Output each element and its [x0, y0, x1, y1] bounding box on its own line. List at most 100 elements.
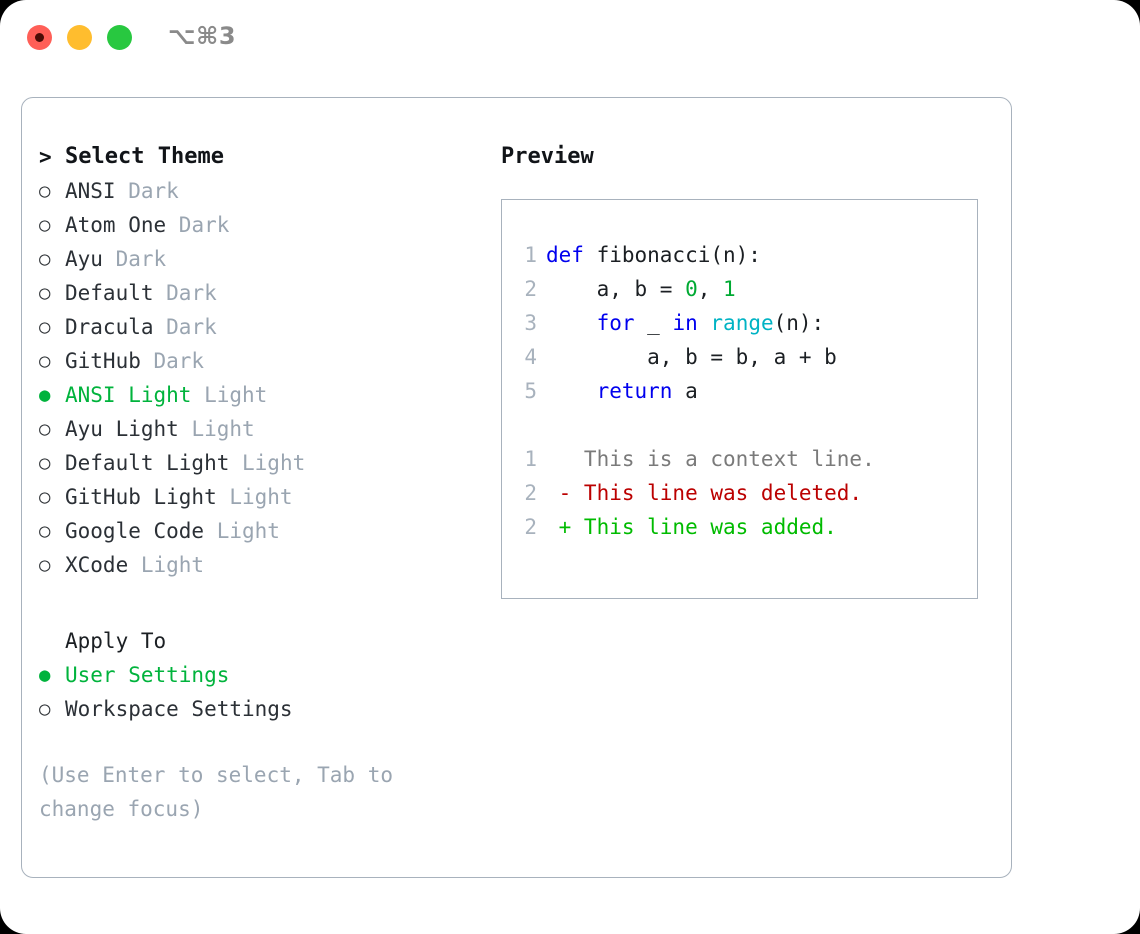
radio-unselected-icon: ○: [39, 698, 51, 720]
theme-list-item[interactable]: ○ Dracula Dark: [39, 310, 494, 344]
section-spacer: [39, 582, 494, 624]
code-line: 5 return a: [502, 374, 977, 408]
theme-list-item[interactable]: ○Default Dark: [39, 276, 494, 310]
radio-selected-icon: ●: [39, 384, 51, 406]
minimize-button[interactable]: [67, 25, 92, 50]
theme-kind-label: Light: [191, 383, 268, 407]
theme-kind-label: Light: [128, 553, 205, 577]
apply-to-list-item[interactable]: ○ Workspace Settings: [39, 692, 494, 726]
diff-block: 1 This is a context line.2 - This line w…: [502, 442, 977, 544]
theme-kind-label: Light: [229, 451, 306, 475]
line-number: 2: [524, 481, 537, 505]
theme-name-label: ANSI: [65, 179, 116, 203]
close-button[interactable]: [27, 25, 52, 50]
diff-line: 2 - This line was deleted.: [502, 476, 977, 510]
theme-name-label: GitHub Light: [65, 485, 217, 509]
theme-name-label: Dracula: [65, 315, 154, 339]
radio-unselected-icon: ○: [39, 486, 51, 508]
radio-unselected-icon: ○: [39, 282, 51, 304]
theme-name-label: Google Code: [65, 519, 205, 543]
theme-list-item[interactable]: ○ ANSI Dark: [39, 174, 494, 208]
apply-to-list: ●User Settings ○ Workspace Settings: [39, 658, 494, 726]
theme-name-label: ANSI Light: [65, 383, 192, 407]
apply-to-marker-icon: ○: [39, 624, 65, 658]
diff-line-text-ctx: This is a context line.: [546, 447, 875, 471]
theme-list-item[interactable]: ○ Google Code Light: [39, 514, 494, 548]
theme-name-label: XCode: [65, 553, 129, 577]
line-number: 4: [524, 345, 537, 369]
line-number: 2: [524, 515, 537, 539]
select-theme-heading-label: Select Theme: [65, 144, 224, 169]
code-line: 3 for _ in range(n):: [502, 306, 977, 340]
radio-unselected-icon: ○: [39, 350, 51, 372]
theme-list-item[interactable]: ○Ayu Dark: [39, 242, 494, 276]
diff-line-text-del: - This line was deleted.: [546, 481, 863, 505]
theme-list-item[interactable]: ● ANSI Light Light: [39, 378, 494, 412]
code-token-kw: for: [596, 311, 635, 335]
theme-selector-column: >Select Theme ○ANSI Dark○Atom One Dark○A…: [39, 140, 494, 826]
radio-unselected-icon: ○: [39, 248, 51, 270]
theme-list-item[interactable]: ○XCode Light: [39, 548, 494, 582]
theme-kind-label: Light: [204, 519, 280, 543]
code-token-id: [546, 311, 597, 335]
code-line-text: return a: [546, 374, 698, 408]
theme-kind-label: Dark: [140, 349, 205, 373]
code-token-num: 0: [685, 277, 698, 301]
main-panel: >Select Theme ○ANSI Dark○Atom One Dark○A…: [21, 97, 1012, 878]
code-line-text: a, b = b, a + b: [546, 340, 837, 374]
window-controls: [27, 25, 132, 50]
radio-unselected-icon: ○: [39, 316, 51, 338]
theme-list-item[interactable]: ○GitHub Light Light: [39, 480, 494, 514]
theme-kind-label: Dark: [115, 179, 179, 203]
diff-line: 2 + This line was added.: [502, 510, 977, 544]
line-number: 1: [524, 243, 537, 267]
line-number: 3: [524, 311, 537, 335]
code-token-id: _: [634, 311, 673, 335]
radio-unselected-icon: ○: [39, 520, 51, 542]
theme-name-label: Atom One: [65, 213, 167, 237]
code-token-id: [698, 311, 711, 335]
code-token-id: a, b =: [546, 277, 686, 301]
theme-name-label: GitHub: [65, 349, 141, 373]
code-token-id: fibonacci(n):: [596, 243, 761, 267]
theme-list: ○ANSI Dark○Atom One Dark○Ayu Dark○Defaul…: [39, 174, 494, 582]
code-token-id: (n):: [773, 311, 825, 335]
theme-list-item[interactable]: ○Ayu Light Light: [39, 412, 494, 446]
code-token-num: 1: [723, 277, 736, 301]
theme-list-item[interactable]: ○Atom One Dark: [39, 208, 494, 242]
radio-selected-icon: ●: [39, 664, 51, 686]
title-bar: ⌥⌘3: [0, 0, 1140, 78]
code-line-text: for _ in range(n):: [546, 306, 825, 340]
theme-list-item[interactable]: ○Default Light Light: [39, 446, 494, 480]
code-token-fn: range: [710, 311, 774, 335]
radio-unselected-icon: ○: [39, 418, 51, 440]
preview-title: Preview: [501, 144, 594, 169]
keyboard-hint: (Use Enter to select, Tab to change focu…: [39, 763, 394, 821]
line-number: 1: [524, 447, 537, 471]
code-token-id: a: [672, 379, 698, 403]
keyboard-shortcut-label: ⌥⌘3: [168, 22, 237, 50]
line-number: 2: [524, 277, 537, 301]
code-line: 4 a, b = b, a + b: [502, 340, 977, 374]
theme-kind-label: Dark: [153, 315, 217, 339]
code-token-kw: in: [672, 311, 698, 335]
apply-to-list-item[interactable]: ●User Settings: [39, 658, 494, 692]
cursor-icon: >: [39, 145, 52, 169]
theme-list-item[interactable]: ○ GitHub Dark: [39, 344, 494, 378]
line-number: 5: [524, 379, 537, 403]
code-line-text: a, b = 0, 1: [546, 272, 736, 306]
code-diff-separator: [502, 408, 977, 442]
diff-line: 1 This is a context line.: [502, 442, 977, 476]
theme-kind-label: Dark: [166, 213, 230, 237]
radio-unselected-icon: ○: [39, 180, 51, 202]
apply-to-heading-label: Apply To: [65, 629, 167, 653]
theme-kind-label: Light: [178, 417, 255, 441]
diff-line-text-add: + This line was added.: [546, 515, 837, 539]
apply-to-label: Workspace Settings: [65, 697, 293, 721]
theme-name-label: Default Light: [65, 451, 230, 475]
maximize-button[interactable]: [107, 25, 132, 50]
